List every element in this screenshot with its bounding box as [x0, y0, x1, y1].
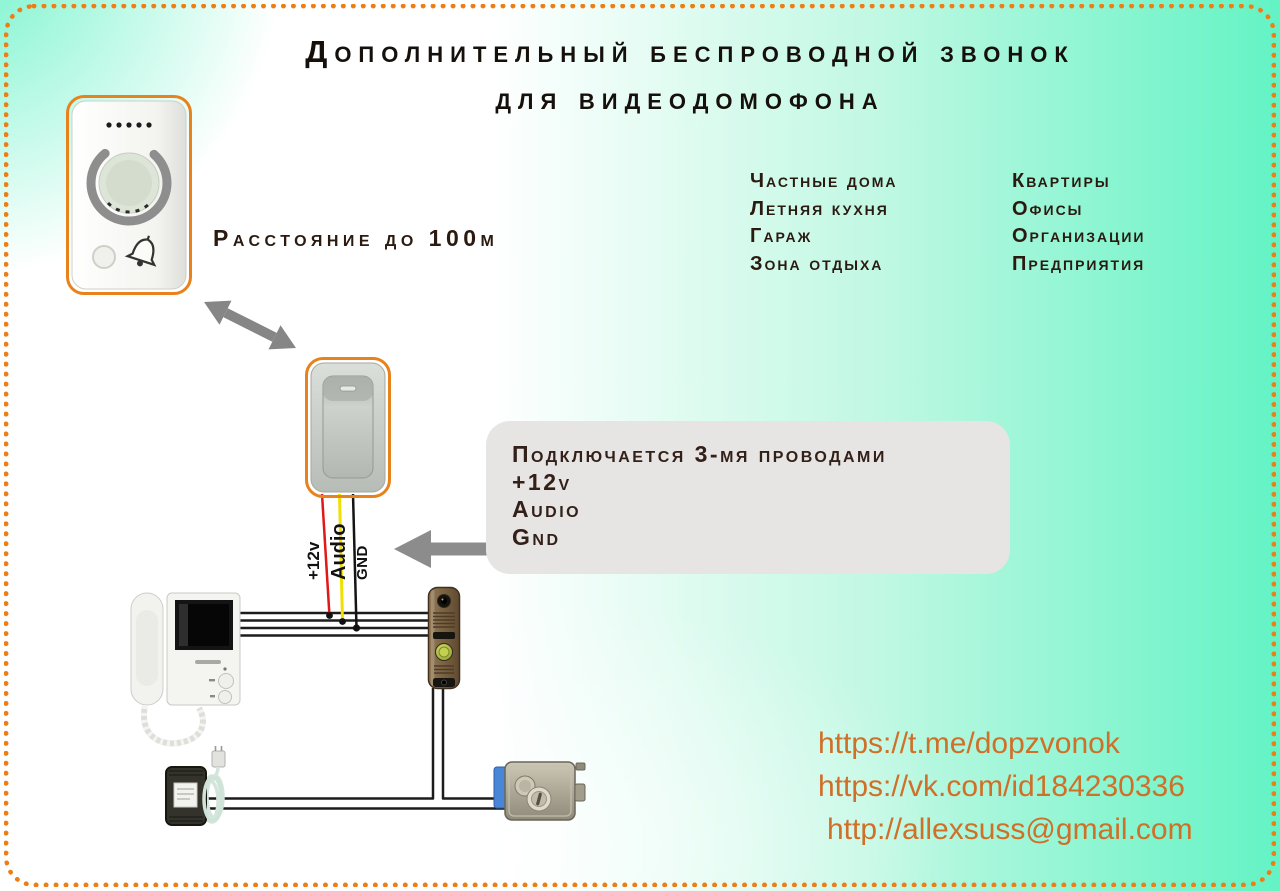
- wire-junction-dots: [326, 612, 361, 632]
- callout-title: Подключается 3-мя проводами: [512, 441, 887, 467]
- callout-wire-2: Audio: [512, 496, 582, 522]
- email-link[interactable]: http://allexsuss@gmail.com: [827, 813, 1193, 846]
- speaker-grille: [433, 612, 455, 628]
- electric-lock-image: [493, 761, 586, 821]
- wireless-link-arrow: [204, 300, 296, 350]
- doorbell-button-image: [310, 362, 386, 493]
- location-item: Частные дома: [750, 170, 898, 192]
- vk-link[interactable]: https://vk.com/id184230336: [818, 770, 1185, 803]
- power-lock-wires: [206, 688, 508, 810]
- callout-box: Подключается 3-мя проводами +12v Audio G…: [486, 421, 1010, 574]
- tick-marks: [106, 201, 152, 214]
- location-item: Гараж: [750, 225, 813, 247]
- chrome-ring: [86, 140, 172, 226]
- location-item: Летняя кухня: [750, 197, 889, 220]
- bus-wires: [240, 611, 428, 637]
- wire-label-audio: Audio: [328, 523, 350, 580]
- mic-grille: [434, 665, 454, 674]
- indicator-circle: [92, 245, 116, 269]
- power-supply-image: [165, 746, 226, 826]
- callout-wire-1: +12v: [512, 468, 572, 495]
- callout-arrow: [394, 530, 489, 568]
- monitor-button: [218, 690, 232, 704]
- title-line-2: для видеодомофона: [495, 81, 885, 116]
- locations-column-1: Частные дома Летняя кухня Гараж Зона отд…: [750, 168, 897, 278]
- monitor-button: [218, 673, 234, 689]
- location-item: Офисы: [1012, 197, 1084, 220]
- page-title: Дополнительный беспроводной звонок для в…: [100, 28, 1280, 122]
- title-line-1: Дополнительный беспроводной звонок: [305, 34, 1075, 69]
- power-plug: [211, 750, 226, 768]
- lock-latch: [574, 783, 586, 802]
- telegram-link[interactable]: https://t.me/dopzvonok: [818, 727, 1120, 760]
- wire-red-12v: [320, 493, 331, 617]
- contact-links: https://t.me/dopzvonok https://vk.com/id…: [818, 722, 1193, 851]
- locations-column-2: Квартиры Офисы Организации Предприятия: [1012, 168, 1145, 278]
- location-item: Организации: [1012, 225, 1146, 247]
- wire-yellow-audio: [338, 493, 344, 622]
- location-item: Квартиры: [1012, 170, 1111, 192]
- wire-black-gnd: [351, 493, 358, 629]
- wire-label-gnd: GND: [354, 545, 371, 580]
- callout-wire-3: Gnd: [512, 523, 561, 550]
- adapter-label: [173, 782, 198, 808]
- handset-cord: [140, 705, 206, 747]
- wire-label-12v: +12v: [304, 541, 323, 580]
- distance-label: Расстояние до 100м: [213, 225, 499, 251]
- keyhole: [536, 792, 542, 806]
- location-item: Зона отдыха: [750, 252, 884, 275]
- speaker-holes: [106, 122, 152, 128]
- door-station-image: [427, 586, 461, 690]
- receiver-device-image: [71, 100, 187, 290]
- bell-icon: [124, 235, 157, 267]
- name-plate: [433, 632, 455, 639]
- intercom-monitor-image: [130, 592, 241, 747]
- button-indicator: [339, 385, 357, 392]
- location-item: Предприятия: [1012, 252, 1146, 275]
